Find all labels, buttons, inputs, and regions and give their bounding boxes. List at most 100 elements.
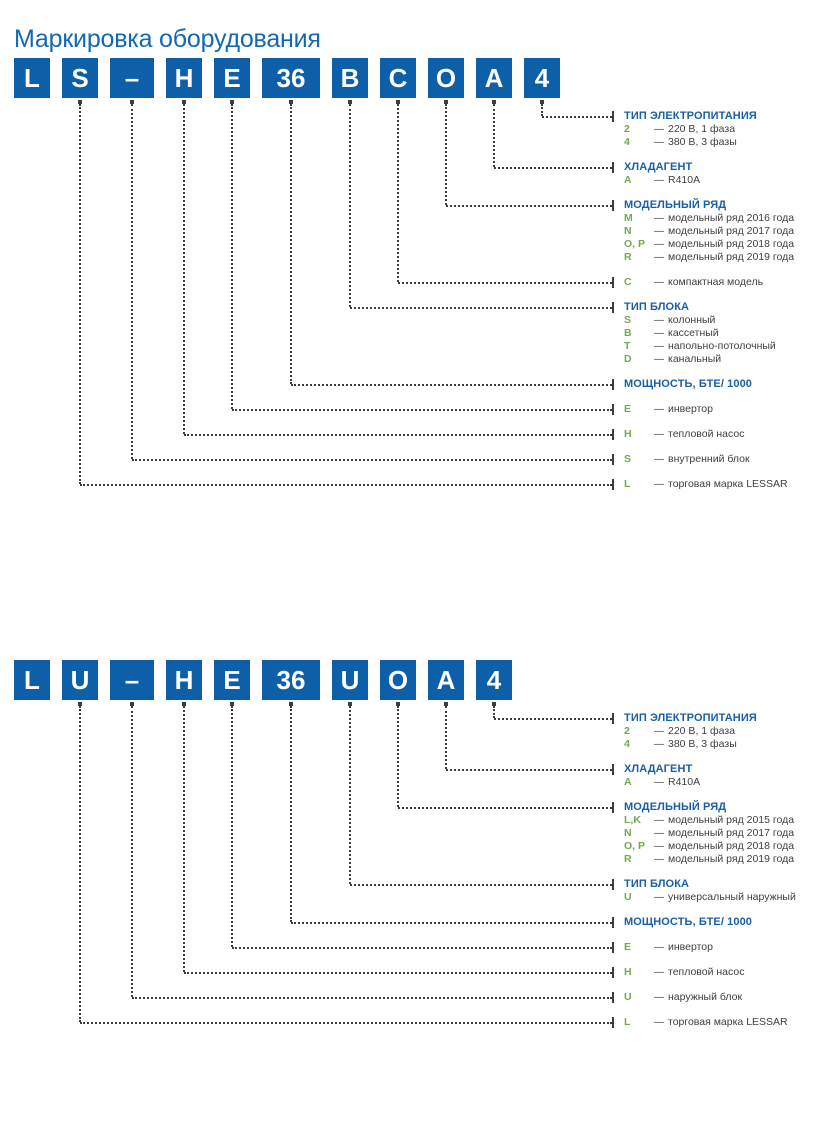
legend-group-4: C—компактная модель [624, 276, 814, 289]
leader-line-horizontal [132, 997, 612, 999]
leader-stub [289, 702, 293, 706]
legend-description: тепловой насос [668, 966, 745, 978]
legend-key: 4 [624, 738, 630, 750]
legend-key: 4 [624, 136, 630, 148]
leader-tick [612, 479, 614, 490]
legend-description: модельный ряд 2016 года [668, 212, 795, 224]
code-block-6[interactable]: 36 [262, 660, 320, 700]
legend-dash: — [654, 892, 664, 903]
code-block-6[interactable]: 36 [262, 58, 320, 98]
code-block-9[interactable]: O [428, 58, 464, 98]
legend-row: E—инвертор [624, 941, 814, 954]
leader-stub [230, 100, 234, 104]
code-block-8[interactable]: C [380, 58, 416, 98]
leader-line-vertical [290, 104, 292, 384]
leader-line-vertical [131, 104, 133, 459]
leader-line-horizontal [350, 884, 612, 886]
legend-key: U [624, 991, 632, 1003]
leader-tick [612, 200, 614, 211]
leader-tick [612, 764, 614, 775]
code-block-5[interactable]: E [214, 660, 250, 700]
leader-stub [444, 100, 448, 104]
legend-header: МОЩНОСТЬ, БТЕ/ 1000 [624, 916, 753, 928]
code-block-7[interactable]: B [332, 58, 368, 98]
leader-tick [612, 992, 614, 1003]
legend-key: D [624, 353, 632, 365]
legend-description: внутренний блок [668, 453, 750, 465]
leader-line-vertical [397, 706, 399, 807]
leader-stub [182, 702, 186, 706]
leader-stub [348, 702, 352, 706]
legend-description: R410A [668, 174, 701, 186]
legend-header: ТИП ЭЛЕКТРОПИТАНИЯ [624, 110, 757, 122]
leader-line-vertical [541, 104, 543, 116]
legend-group-8: U—наружный блок [624, 991, 814, 1004]
code-block-4[interactable]: H [166, 58, 202, 98]
legend-description: инвертор [668, 403, 713, 415]
legend-header: ТИП ЭЛЕКТРОПИТАНИЯ [624, 712, 757, 724]
legend-description: модельный ряд 2015 года [668, 814, 795, 826]
legend-key: S [624, 453, 632, 465]
leader-line-horizontal [542, 116, 612, 118]
code-block-3[interactable]: – [110, 660, 154, 700]
legend-description: колонный [668, 314, 716, 326]
leader-line-horizontal [291, 922, 612, 924]
leader-line-horizontal [184, 972, 612, 974]
legend-header: МОДЕЛЬНЫЙ РЯД [624, 199, 727, 211]
legend-description: универсальный наружный [668, 891, 796, 903]
leader-stub [78, 100, 82, 104]
legend-description: модельный ряд 2017 года [668, 827, 795, 839]
leader-tick [612, 429, 614, 440]
code-block-2[interactable]: U [62, 660, 98, 700]
legend-row: N—модельный ряд 2017 года [624, 827, 814, 840]
leader-line-horizontal [494, 718, 612, 720]
leader-line-vertical [231, 104, 233, 409]
leader-line-horizontal [132, 459, 612, 461]
legend-row: U—наружный блок [624, 991, 814, 1004]
leader-line-horizontal [398, 807, 612, 809]
legend-description: модельный ряд 2018 года [668, 238, 795, 250]
legend-description: 220 В, 1 фаза [668, 123, 736, 135]
leader-line-horizontal [446, 769, 612, 771]
code-block-3[interactable]: – [110, 58, 154, 98]
legend-dash: — [654, 354, 664, 365]
legend-key: B [624, 327, 632, 339]
code-block-11[interactable]: 4 [524, 58, 560, 98]
code-block-1[interactable]: L [14, 660, 50, 700]
legend-key: T [624, 340, 631, 352]
leader-tick [612, 454, 614, 465]
code-block-10[interactable]: 4 [476, 660, 512, 700]
legend-header: МОЩНОСТЬ, БТЕ/ 1000 [624, 378, 753, 390]
code-block-10[interactable]: A [476, 58, 512, 98]
legend-description: модельный ряд 2017 года [668, 225, 795, 237]
legend-description: напольно-потолочный [668, 340, 776, 352]
legend-row: A—R410A [624, 776, 814, 789]
code-block-5[interactable]: E [214, 58, 250, 98]
leader-stub [130, 100, 134, 104]
code-block-7[interactable]: U [332, 660, 368, 700]
legend-dash: — [654, 226, 664, 237]
legend-key: N [624, 225, 632, 237]
page-title: Маркировка оборудования [14, 24, 321, 53]
code-block-4[interactable]: H [166, 660, 202, 700]
code-block-8[interactable]: O [380, 660, 416, 700]
code-block-2[interactable]: S [62, 58, 98, 98]
legend-dash: — [654, 815, 664, 826]
code-block-9[interactable]: A [428, 660, 464, 700]
legend-row: C—компактная модель [624, 276, 814, 289]
leader-line-vertical [445, 104, 447, 205]
legend-dash: — [654, 454, 664, 465]
leader-line-vertical [493, 104, 495, 167]
legend-row: M—модельный ряд 2016 года [624, 212, 814, 225]
legend-key: A [624, 174, 632, 186]
legend-dash: — [654, 328, 664, 339]
leader-line-horizontal [446, 205, 612, 207]
leader-tick [612, 277, 614, 288]
code-block-1[interactable]: L [14, 58, 50, 98]
legend-dash: — [654, 828, 664, 839]
